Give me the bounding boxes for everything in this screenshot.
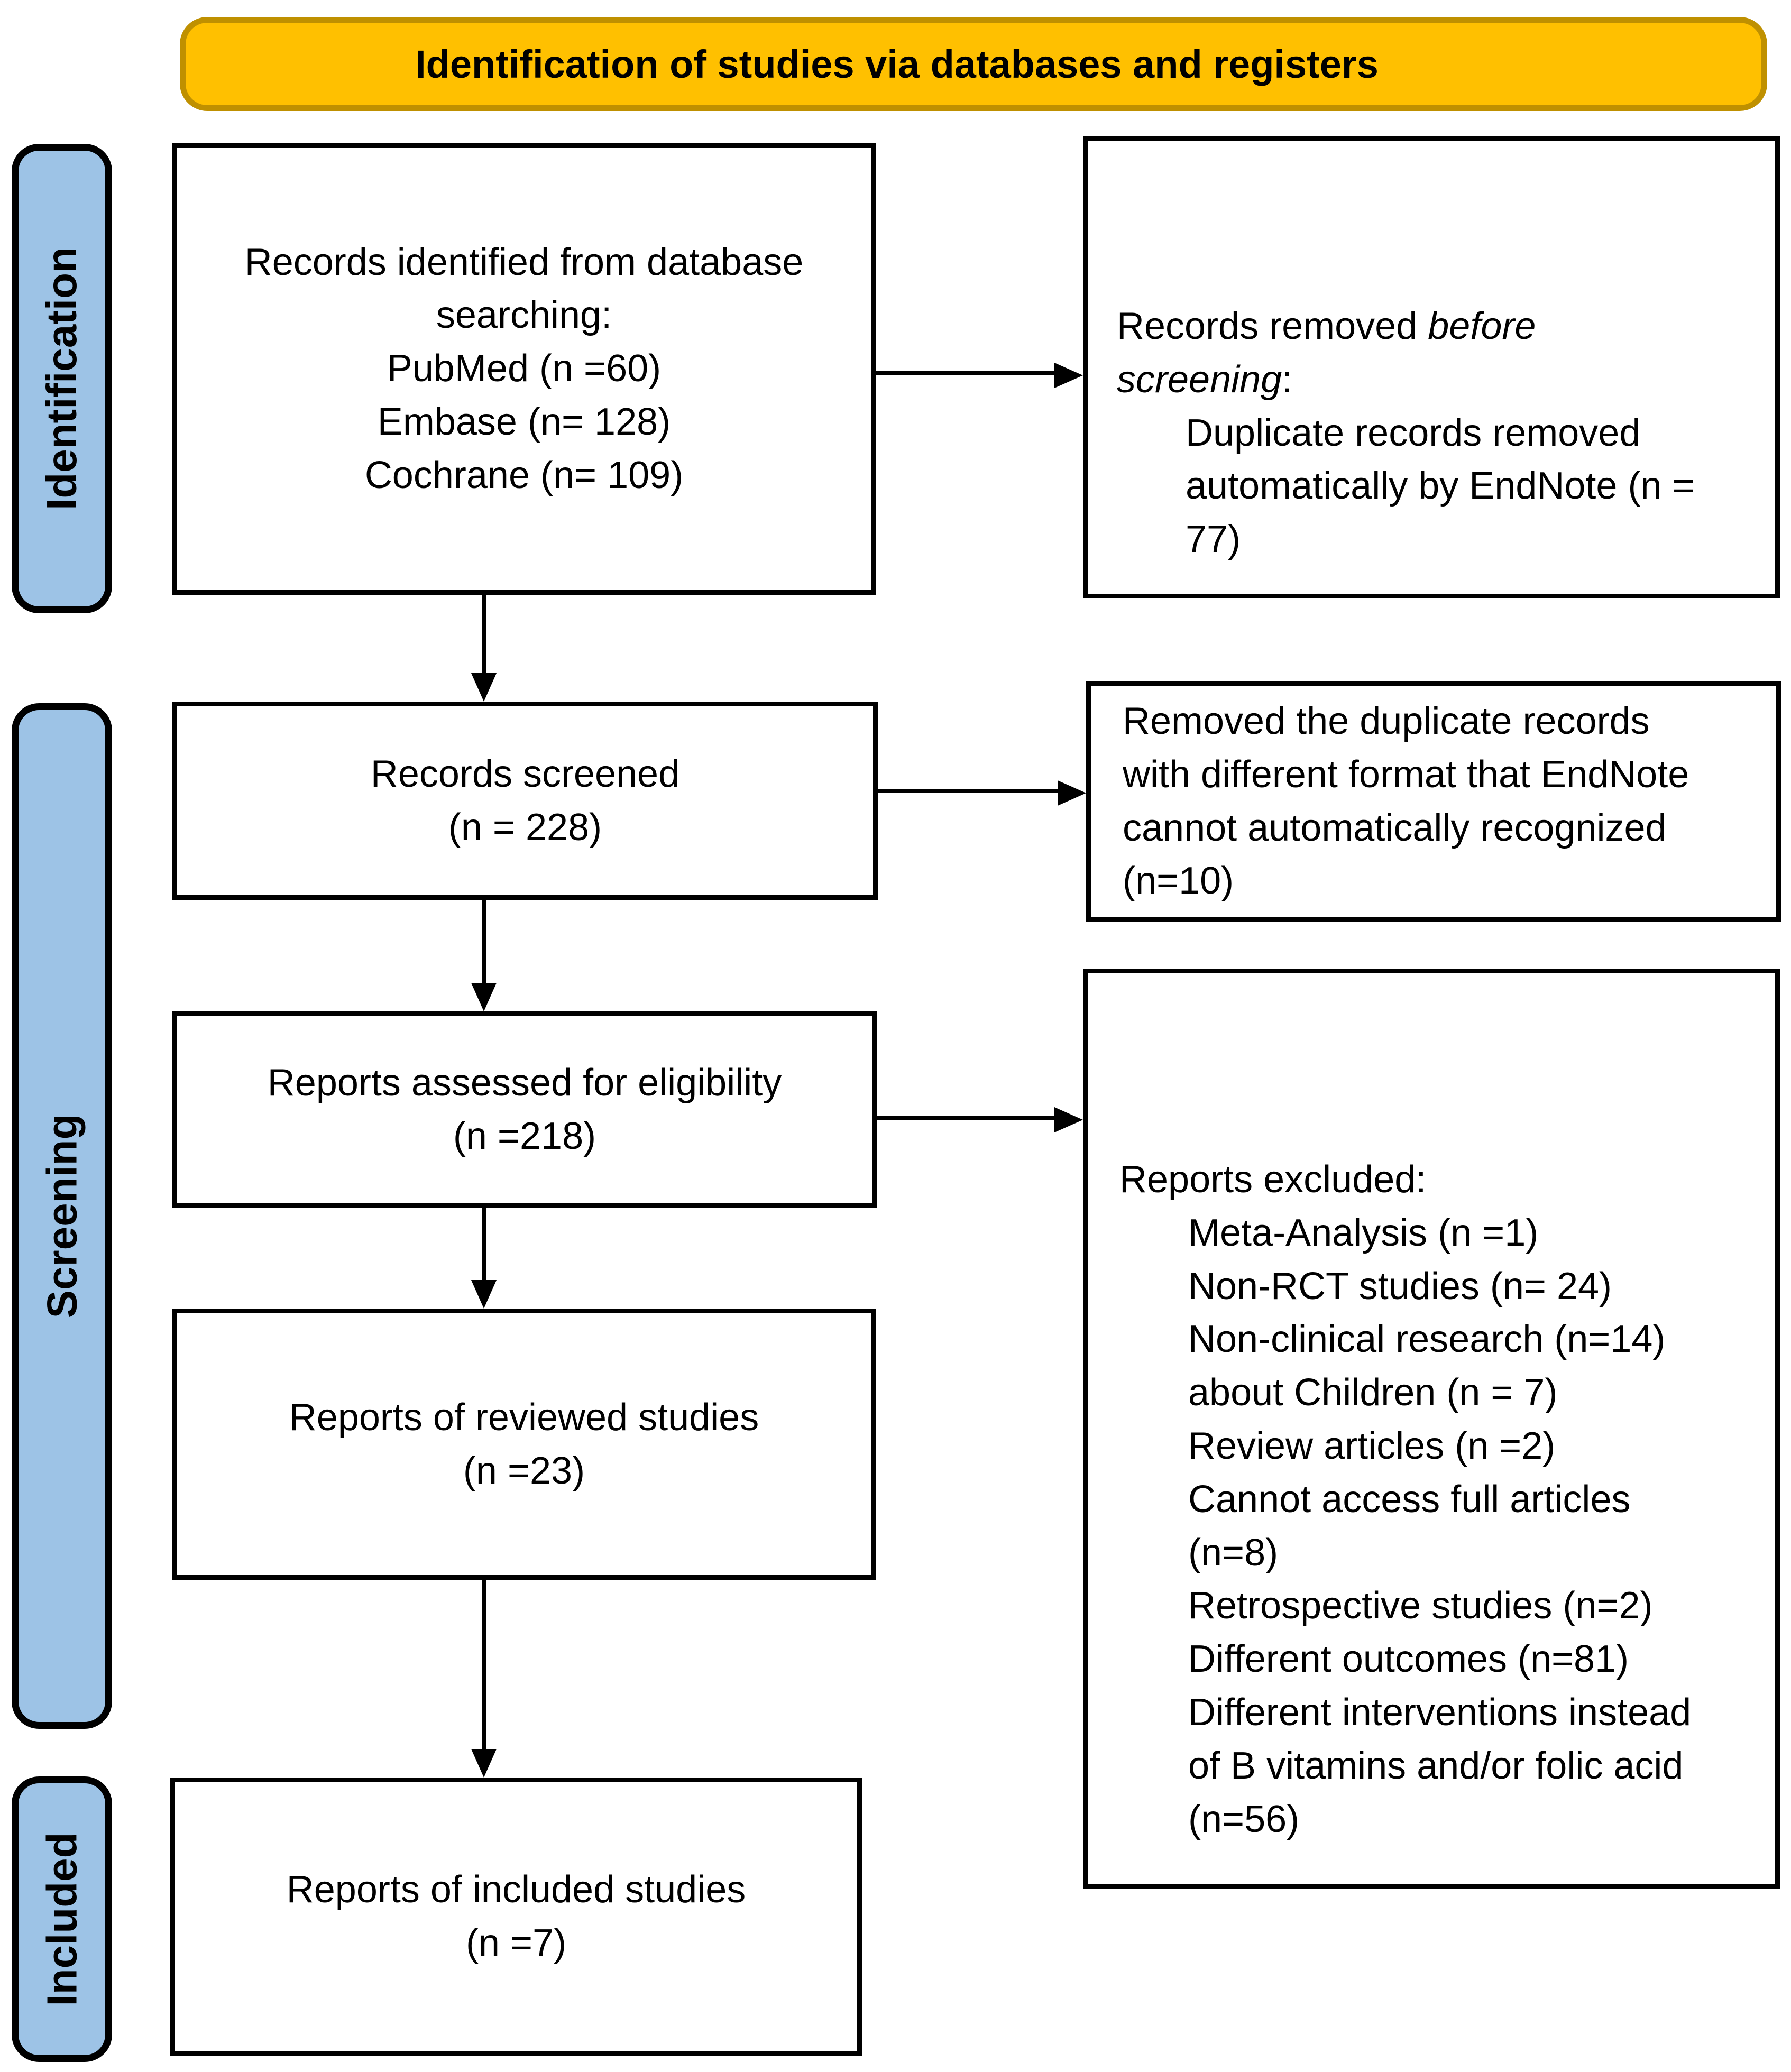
arrow-assessed-to-reviewed-head <box>471 1280 497 1309</box>
records-removed-emphasis: before screening <box>1117 305 1536 401</box>
reports-excluded-heading: Reports excluded: <box>1119 1158 1427 1201</box>
reports-included-count: (n =7) <box>465 1922 567 1964</box>
arrow-identified-to-removed-head <box>1054 363 1083 388</box>
stage-included-text: Included <box>38 1832 85 2006</box>
box-reports-assessed: Reports assessed for eligibility (n =218… <box>172 1011 877 1208</box>
box-reports-excluded: Reports excluded: Meta-Analysis (n =1) N… <box>1083 969 1780 1889</box>
box-reports-included: Reports of included studies (n =7) <box>170 1778 862 2056</box>
excluded-reason-item: Review articles (n =2) <box>1188 1424 1556 1467</box>
box-reports-reviewed: Reports of reviewed studies (n =23) <box>172 1309 876 1580</box>
records-removed-tail: : <box>1282 358 1293 401</box>
excluded-reason-item: Non-RCT studies (n= 24) <box>1188 1265 1612 1307</box>
reports-assessed-label: Reports assessed for eligibility <box>267 1062 782 1104</box>
box-duplicates-removed-manually: Removed the duplicate records with diffe… <box>1086 681 1781 922</box>
dup-manual-line: cannot automatically recognized <box>1123 806 1667 849</box>
reports-assessed-count: (n =218) <box>453 1115 596 1157</box>
arrow-assessed-to-excluded-shaft <box>877 1116 1055 1120</box>
records-removed-reason: Duplicate records removed automatically … <box>1186 411 1695 561</box>
records-identified-line: Embase (n= 128) <box>377 400 671 443</box>
dup-manual-line: (n=10) <box>1123 860 1234 903</box>
records-screened-label: Records screened <box>370 752 680 795</box>
reports-included-label: Reports of included studies <box>286 1868 746 1911</box>
arrow-assessed-to-reviewed-shaft <box>482 1208 486 1282</box>
reports-reviewed-label: Reports of reviewed studies <box>289 1396 759 1439</box>
stage-label-identification: Identification <box>12 144 112 613</box>
records-identified-line: PubMed (n =60) <box>387 347 662 390</box>
arrow-identified-to-removed-shaft <box>876 371 1055 375</box>
records-identified-line: Cochrane (n= 109) <box>364 454 684 496</box>
arrow-screened-to-dup-manual-shaft <box>878 789 1060 793</box>
excluded-reason-item: about Children (n = 7) <box>1188 1371 1558 1414</box>
stage-label-included: Included <box>12 1776 112 2062</box>
excluded-reason-item: Cannot access full articles (n=8) <box>1188 1478 1631 1574</box>
arrow-reviewed-to-included-shaft <box>482 1580 486 1751</box>
arrow-identified-to-screened-head <box>471 673 497 702</box>
stage-screening-text: Screening <box>38 1113 86 1319</box>
records-removed-lead: Records removed <box>1117 305 1428 347</box>
reports-reviewed-count: (n =23) <box>463 1449 585 1492</box>
excluded-reason-item: Retrospective studies (n=2) <box>1188 1585 1653 1627</box>
arrow-assessed-to-excluded-head <box>1054 1107 1083 1132</box>
records-removed-heading: Records removed before screening: <box>1117 300 1619 407</box>
stage-identification-text: Identification <box>38 247 85 510</box>
box-records-identified: Records identified from database searchi… <box>172 143 876 595</box>
excluded-reason-item: Different interventions instead of B vit… <box>1188 1691 1692 1840</box>
stage-label-screening: Screening <box>12 703 112 1729</box>
box-records-screened: Records screened (n = 228) <box>172 702 878 900</box>
dup-manual-line: with different format that EndNote <box>1123 753 1689 796</box>
arrow-identified-to-screened-shaft <box>482 595 486 675</box>
excluded-reason-item: Different outcomes (n=81) <box>1188 1638 1629 1681</box>
dup-manual-line: Removed the duplicate records <box>1123 699 1650 742</box>
records-screened-count: (n = 228) <box>448 806 602 849</box>
header-title: Identification of studies via databases … <box>415 42 1379 86</box>
excluded-reason-item: Non-clinical research (n=14) <box>1188 1318 1666 1361</box>
records-identified-line: Records identified from database <box>244 241 804 283</box>
arrow-screened-to-assessed-shaft <box>482 900 486 984</box>
records-identified-line: searching: <box>436 294 612 337</box>
arrow-reviewed-to-included-head <box>471 1749 497 1778</box>
box-records-removed-before-screening: Records removed before screening: Duplic… <box>1083 136 1780 598</box>
header-banner: Identification of studies via databases … <box>180 17 1767 111</box>
arrow-screened-to-dup-manual-head <box>1058 780 1086 806</box>
arrow-screened-to-assessed-head <box>471 983 497 1011</box>
excluded-reason-item: Meta-Analysis (n =1) <box>1188 1211 1539 1254</box>
